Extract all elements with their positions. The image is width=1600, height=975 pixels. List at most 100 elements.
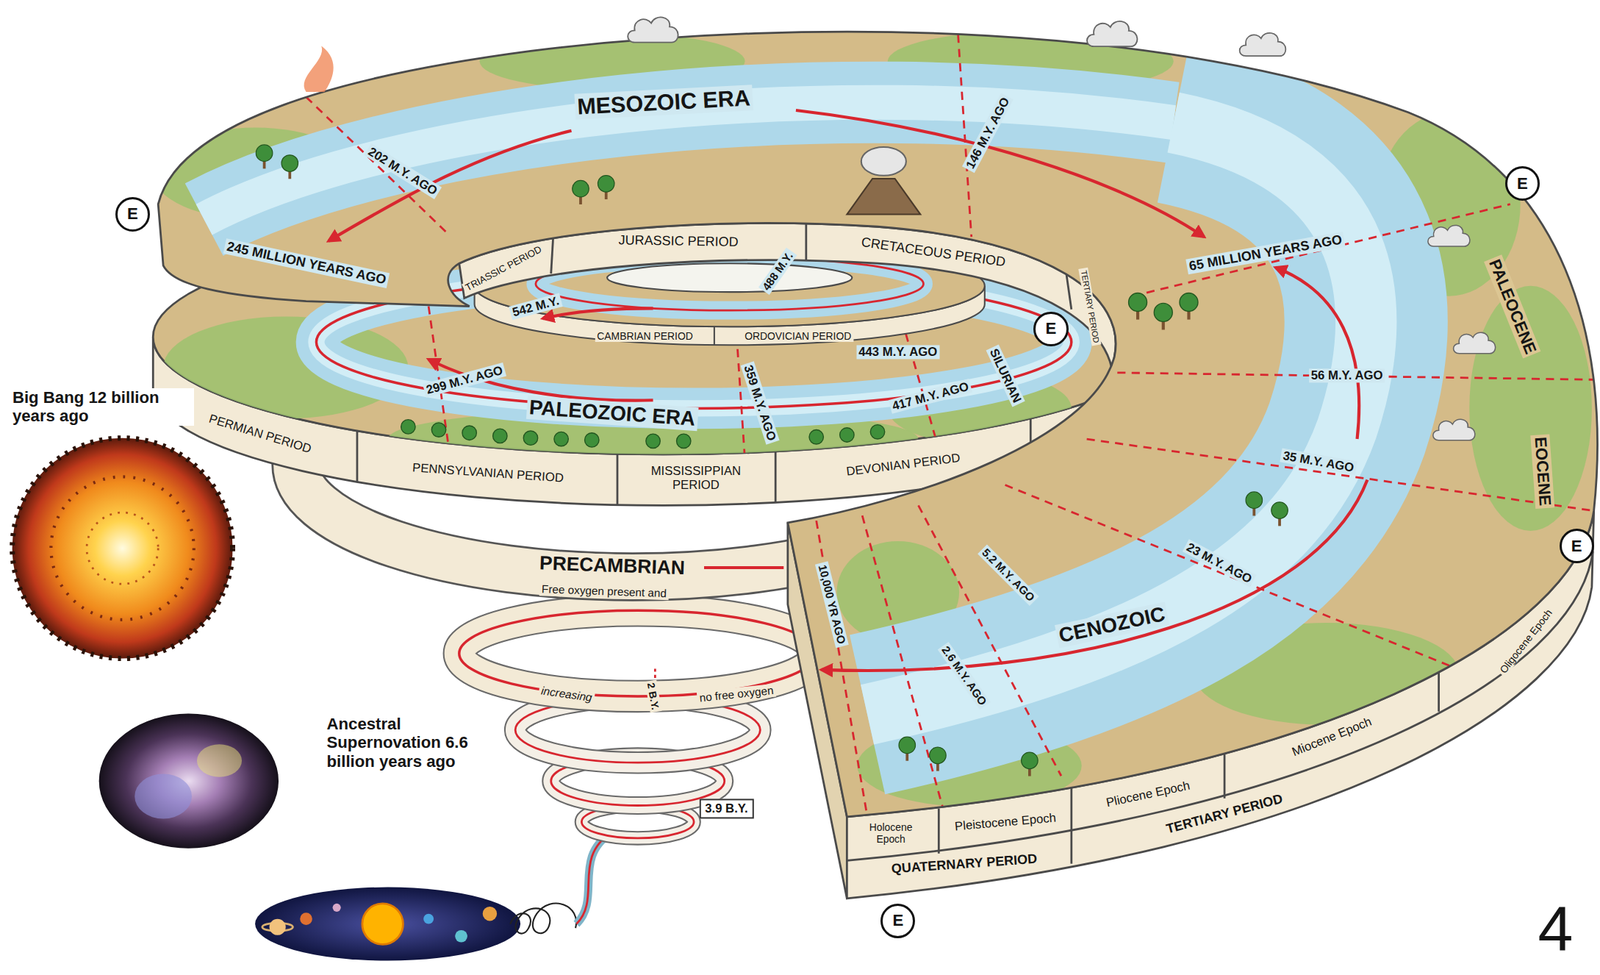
upper-level — [821, 479, 1368, 671]
epoch-label: Holocene Epoch — [859, 820, 921, 845]
era-marker-letter: E — [1516, 175, 1528, 192]
tree — [255, 144, 272, 169]
cloud — [1428, 224, 1470, 247]
upper-level — [152, 16, 1600, 898]
tree — [1271, 501, 1288, 526]
era-marker-circle: E — [1505, 166, 1540, 201]
era-marker-circle: E — [115, 196, 150, 232]
tree — [255, 144, 1288, 777]
upper-level — [1087, 438, 1592, 511]
paleozoic-level — [523, 430, 538, 445]
era-marker-letter: E — [127, 205, 139, 222]
paleozoic-level — [356, 430, 359, 482]
time-coil — [510, 903, 577, 934]
time-coil — [576, 831, 613, 924]
upper-level — [937, 808, 941, 854]
precambrian-coil — [459, 610, 817, 697]
age-label: 443 M.Y. AGO — [856, 344, 940, 359]
paleozoic-level — [493, 428, 508, 443]
age-label: 56 M.Y. AGO — [1308, 368, 1386, 383]
volcano — [846, 178, 921, 215]
volcano — [304, 45, 921, 214]
period-label: CAMBRIAN PERIOD — [594, 329, 695, 342]
upper-level — [551, 238, 554, 274]
upper-level — [158, 31, 1598, 817]
paleozoic-level — [809, 429, 824, 444]
era-marker-circle: E — [1559, 528, 1595, 563]
supernova — [99, 713, 279, 849]
paleozoic-level — [774, 451, 777, 502]
upper-level — [152, 20, 1600, 817]
paleozoic-level — [713, 326, 716, 345]
paleozoic-level — [607, 263, 852, 292]
paleozoic-level — [585, 432, 599, 447]
big-bang — [50, 476, 194, 619]
tree — [929, 746, 946, 771]
solar-system — [255, 887, 521, 961]
upper-level — [204, 102, 1174, 220]
big-bang — [86, 512, 159, 584]
upper-level — [804, 223, 807, 261]
cloud — [627, 16, 678, 42]
solar-system — [269, 918, 286, 935]
supernova — [196, 743, 242, 777]
paleozoic-level — [401, 419, 416, 434]
upper-level — [1223, 753, 1226, 799]
tree — [898, 736, 916, 760]
upper-level — [204, 102, 1174, 220]
upper-level — [862, 515, 944, 812]
big-bang — [12, 438, 233, 659]
upper-level — [158, 31, 1598, 817]
note-label: Ancestral Supernovation 6.6 billion year… — [324, 714, 478, 771]
time-coil — [510, 831, 613, 934]
paleozoic-level — [676, 433, 691, 448]
upper-level — [1070, 787, 1073, 864]
paleozoic-level — [616, 452, 619, 504]
cloud — [1087, 21, 1137, 47]
paleozoic-level — [646, 433, 660, 448]
upper-level — [306, 20, 1600, 817]
upper-level — [1132, 204, 1511, 297]
upper-level — [867, 122, 1367, 715]
age-box: 3.9 B.Y. — [698, 798, 754, 819]
volcano — [861, 146, 907, 176]
upper-level — [328, 130, 572, 242]
upper-level — [1469, 285, 1592, 531]
paleozoic-level — [152, 219, 1173, 455]
tree — [572, 180, 589, 204]
upper-level — [867, 122, 1367, 715]
paleozoic-level — [870, 424, 885, 439]
period-label: JURASSIC PERIOD — [616, 232, 741, 250]
era-marker-letter: E — [892, 912, 904, 929]
upper-level — [1005, 485, 1470, 674]
era-marker-letter: E — [1571, 537, 1583, 555]
solar-system — [482, 906, 497, 921]
tree — [1021, 751, 1038, 776]
cloud — [1453, 332, 1496, 354]
tree — [281, 155, 298, 179]
solar-system — [423, 913, 434, 924]
upper-level — [328, 110, 1368, 671]
solar-system — [454, 929, 468, 943]
paleozoic-level — [840, 427, 855, 442]
cloud — [1239, 33, 1287, 56]
page-number: 4 — [1536, 895, 1576, 960]
supernova — [99, 713, 279, 849]
volcano — [304, 45, 334, 92]
tree — [1179, 292, 1198, 319]
tree — [1128, 292, 1148, 319]
solar-system — [255, 887, 521, 961]
upper-level — [795, 110, 1204, 237]
note-label: Big Bang 12 billion years ago — [10, 388, 195, 426]
paleozoic-level — [431, 422, 446, 437]
paleozoic-level — [462, 425, 477, 440]
cloud — [1433, 418, 1476, 441]
period-label: ORDOVICIAN PERIOD — [742, 329, 854, 342]
era-marker-circle: E — [880, 903, 916, 938]
big-bang — [12, 438, 233, 659]
time-coil — [576, 831, 613, 924]
tree — [1153, 302, 1173, 330]
precambrian-coil — [459, 610, 817, 697]
